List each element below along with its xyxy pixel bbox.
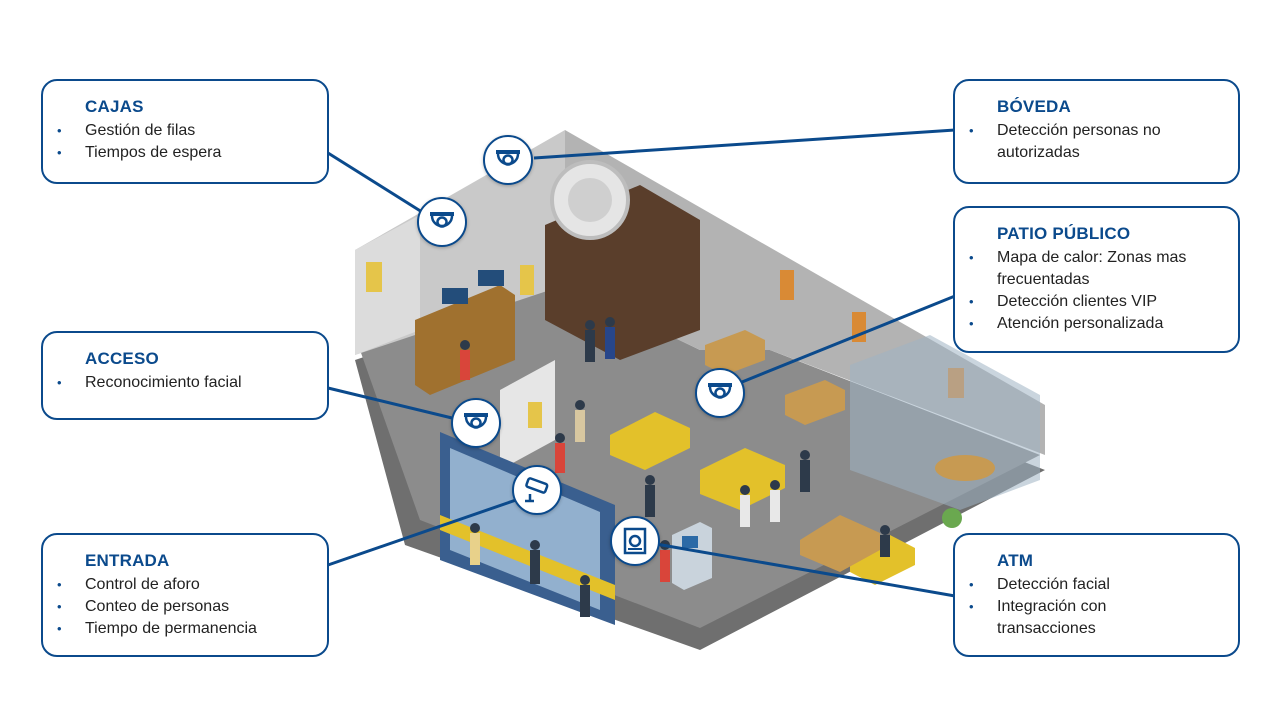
sofa [700, 448, 785, 510]
connector-acceso [327, 386, 453, 420]
callout-list: Reconocimiento facial [57, 372, 313, 394]
callout-title: PATIO PÚBLICO [997, 224, 1131, 243]
entrance-trim [440, 515, 615, 600]
connector-cajas [327, 151, 423, 214]
list-item: Detección clientes VIP [969, 291, 1224, 313]
list-item: Tiempos de espera [57, 142, 313, 164]
connector-atm [655, 542, 956, 598]
list-item: Detección facial [969, 574, 1224, 596]
list-item: Gestión de filas [57, 120, 313, 142]
dome-camera-icon [695, 368, 745, 418]
callout-list: Mapa de calor: Zonas mas frecuentadas De… [969, 247, 1224, 335]
list-item: Mapa de calor: Zonas mas [969, 247, 1224, 269]
list-item: Tiempo de permanencia [57, 618, 313, 640]
vault-wheel [568, 178, 612, 222]
list-item-continuation: transacciones [997, 620, 1096, 637]
left-wall-inner [355, 215, 420, 355]
list-item: autorizadas [997, 142, 1224, 164]
sofa [610, 412, 690, 470]
list-item-continuation: frecuentadas [997, 271, 1090, 288]
callout-title: ATM [997, 551, 1034, 570]
dome-camera-icon [417, 197, 467, 247]
wall-frame [528, 402, 542, 428]
dome-camera-icon [483, 135, 533, 185]
partition-wall [500, 360, 555, 470]
wall-frame [520, 265, 534, 295]
callout-atm: ATM Detección facial Integración con tra… [953, 533, 1240, 657]
connector-patio [741, 294, 956, 384]
connector-entrada [327, 498, 517, 567]
dome-camera-icon [451, 398, 501, 448]
callout-title: ENTRADA [85, 551, 170, 570]
waiting-table [800, 515, 880, 572]
connector-lines [327, 128, 956, 598]
office-desk [705, 330, 765, 375]
list-item: Detección personas no [969, 120, 1224, 142]
callout-title: BÓVEDA [997, 97, 1071, 116]
callout-entrada: ENTRADA Control de aforo Conteo de perso… [41, 533, 329, 657]
callout-cajas: CAJAS Gestión de filas Tiempos de espera [41, 79, 329, 184]
callout-patio-publico: PATIO PÚBLICO Mapa de calor: Zonas mas f… [953, 206, 1240, 353]
office-desk [785, 380, 845, 425]
list-item: Atención personalizada [969, 313, 1224, 335]
wall-frame [366, 262, 382, 292]
bullet-camera-icon [512, 465, 562, 515]
list-item: Reconocimiento facial [57, 372, 313, 394]
potted-plant [942, 508, 962, 528]
atm-camera-icon [610, 516, 660, 566]
list-item: Control de aforo [57, 574, 313, 596]
connector-boveda [533, 128, 956, 160]
callout-title: ACCESO [85, 349, 159, 368]
callout-list: Detección personas no autorizadas [969, 120, 1224, 164]
meeting-table [935, 455, 995, 481]
callout-title: CAJAS [85, 97, 144, 116]
list-item-continuation: autorizadas [997, 144, 1080, 161]
callout-acceso: ACCESO Reconocimiento facial [41, 331, 329, 420]
callout-list: Gestión de filas Tiempos de espera [57, 120, 313, 164]
callout-boveda: BÓVEDA Detección personas no autorizadas [953, 79, 1240, 184]
wall-frame [780, 270, 794, 300]
teller-screen-1 [442, 288, 468, 304]
teller-screen-2 [478, 270, 504, 286]
list-item: Conteo de personas [57, 596, 313, 618]
atm-screen [682, 536, 698, 548]
callout-list: Control de aforo Conteo de personas Tiem… [57, 574, 313, 640]
list-item: Integración con [969, 596, 1224, 618]
callout-list: Detección facial Integración con transac… [969, 574, 1224, 640]
